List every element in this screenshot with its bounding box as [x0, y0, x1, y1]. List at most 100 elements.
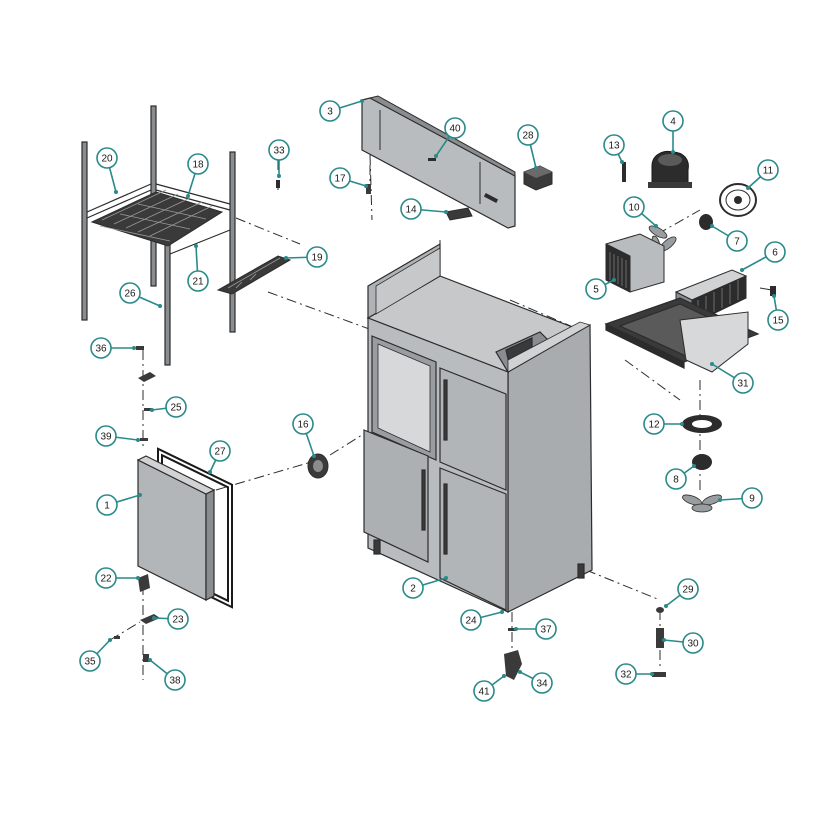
- condenser-5: [605, 233, 665, 293]
- callout-number: 26: [124, 289, 136, 300]
- leader-dot: [718, 498, 722, 502]
- leader-dot: [136, 576, 140, 580]
- callout-circle: [209, 440, 231, 462]
- callout-number: 25: [170, 403, 182, 414]
- callout-17: 17: [329, 167, 368, 189]
- callout-14: 14: [400, 198, 448, 220]
- callout-circle: [677, 578, 699, 600]
- screw-17: [366, 184, 371, 194]
- leader-dot: [534, 166, 538, 170]
- callout-number: 33: [273, 146, 285, 157]
- leader-dot: [654, 224, 658, 228]
- leader-dot: [518, 670, 522, 674]
- callout-34: 34: [518, 670, 553, 694]
- callout-circle: [531, 672, 553, 694]
- leader-dot: [194, 244, 198, 248]
- callout-3: 3: [319, 99, 364, 122]
- callout-number: 31: [737, 379, 749, 390]
- callout-number: 30: [687, 639, 699, 650]
- foot-assembly: [504, 607, 666, 680]
- back-panel: [361, 95, 516, 229]
- callout-4: 4: [662, 110, 684, 154]
- leader-dot: [650, 672, 654, 676]
- fan-guard-11: [719, 183, 757, 217]
- wire-shelf: [90, 189, 224, 247]
- callout-number: 37: [540, 625, 552, 636]
- callout-33: 33: [268, 139, 290, 178]
- leader-dot: [500, 610, 504, 614]
- callout-circle: [623, 196, 645, 218]
- callout-number: 6: [772, 248, 778, 259]
- callout-6: 6: [740, 241, 786, 272]
- fan-motor-7: [699, 214, 713, 230]
- callout-13: 13: [603, 134, 625, 164]
- callout-27: 27: [208, 440, 231, 474]
- leader-dot: [746, 186, 750, 190]
- callout-number: 9: [749, 494, 755, 505]
- callout-24: 24: [460, 609, 504, 631]
- leader-dot: [710, 224, 714, 228]
- callout-circle: [95, 567, 117, 589]
- callout-circle: [643, 413, 665, 435]
- callout-2: 2: [402, 576, 448, 599]
- callout-31: 31: [710, 362, 754, 394]
- callout-circle: [96, 147, 118, 169]
- callout-35: 35: [79, 638, 112, 672]
- callout-number: 11: [763, 166, 774, 177]
- callout-number: 38: [169, 676, 181, 687]
- callout-37: 37: [514, 618, 557, 640]
- drain-15: [759, 286, 776, 296]
- callout-15: 15: [767, 294, 789, 331]
- callout-number: 27: [214, 447, 226, 458]
- callout-circle: [165, 396, 187, 418]
- callout-29: 29: [664, 578, 699, 608]
- callout-circle: [306, 246, 328, 268]
- leader-dot: [208, 470, 212, 474]
- leader-dot: [158, 304, 162, 308]
- callout-number: 1: [104, 501, 110, 512]
- callout-circle: [726, 230, 748, 252]
- callout-19: 19: [284, 246, 328, 268]
- callout-circle: [400, 198, 422, 220]
- callout-number: 5: [593, 285, 599, 296]
- callout-number: 24: [465, 616, 477, 627]
- gasket-12: [682, 415, 722, 433]
- callout-number: 23: [172, 615, 184, 626]
- callout-7: 7: [710, 224, 748, 252]
- callout-number: 10: [628, 203, 640, 214]
- callout-26: 26: [119, 282, 162, 308]
- fan-16: [307, 453, 329, 479]
- callout-18: 18: [186, 153, 209, 198]
- callout-circle: [95, 425, 117, 447]
- callout-circle: [319, 100, 341, 122]
- leader-dot: [360, 99, 364, 103]
- callout-25: 25: [150, 396, 187, 418]
- callout-1: 1: [96, 493, 142, 516]
- callout-41: 41: [473, 674, 506, 702]
- callout-22: 22: [95, 567, 140, 589]
- callout-number: 17: [334, 174, 346, 185]
- callout-20: 20: [96, 147, 118, 194]
- leader-dot: [114, 190, 118, 194]
- callout-39: 39: [95, 425, 140, 447]
- capillary-13: [622, 162, 626, 182]
- callout-number: 13: [608, 141, 620, 152]
- leader-dot: [664, 604, 668, 608]
- callout-circle: [535, 618, 557, 640]
- callout-circle: [164, 669, 186, 691]
- callout-circle: [268, 139, 290, 161]
- callout-circle: [90, 337, 112, 359]
- leader-dot: [502, 674, 506, 678]
- leader-dot: [148, 658, 152, 662]
- callout-number: 32: [620, 670, 632, 681]
- callout-8: 8: [665, 464, 696, 490]
- callout-number: 28: [522, 131, 534, 142]
- callout-number: 14: [405, 205, 417, 216]
- leader-dot: [514, 627, 518, 631]
- callout-circle: [662, 110, 684, 132]
- callout-circle: [732, 372, 754, 394]
- leader-dot: [620, 160, 624, 164]
- callout-circle: [79, 650, 101, 672]
